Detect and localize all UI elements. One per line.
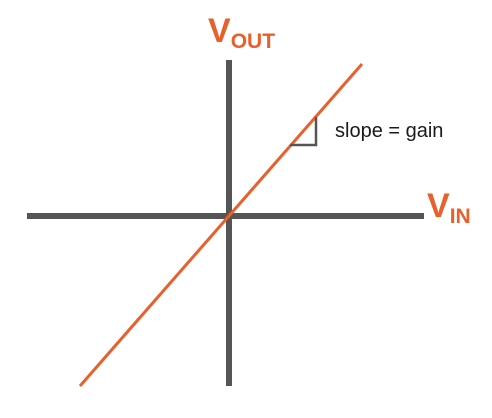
vertical-axis-label: VOUT [208, 12, 275, 52]
right-triangle-icon [290, 117, 318, 147]
horizontal-axis-label-sub: IN [449, 205, 471, 228]
horizontal-axis-label-main: V [427, 187, 450, 225]
vertical-axis-label-sub: OUT [230, 30, 276, 53]
transfer-line [78, 63, 364, 387]
vertical-axis-label-main: V [208, 12, 231, 50]
slope-annotation: slope = gain [335, 120, 444, 142]
horizontal-axis-label: VIN [427, 187, 471, 227]
